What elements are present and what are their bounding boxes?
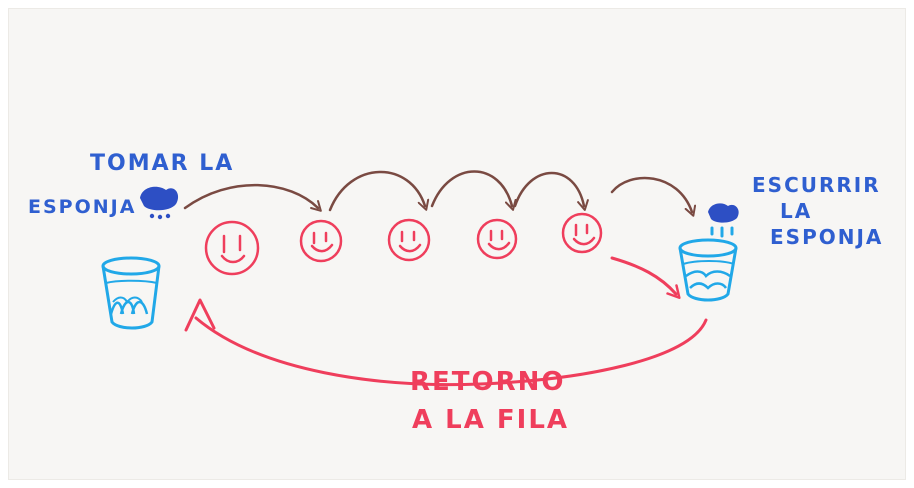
wring-sponge-label-line3: ESPONJA	[770, 225, 883, 249]
hop-arrow-3	[430, 170, 517, 211]
hop-arrow-4	[513, 171, 589, 211]
person-face-1	[204, 220, 260, 276]
right-bucket-icon	[678, 238, 738, 302]
left-sponge-icon	[140, 186, 179, 220]
left-bucket-icon	[101, 256, 161, 330]
person-face-3	[387, 218, 431, 262]
wring-sponge-label-line1: ESCURRIR	[752, 173, 881, 197]
hop-arrow-2	[328, 170, 430, 212]
person-face-2	[299, 219, 343, 263]
person-face-4	[476, 218, 518, 260]
return-label-line2: A LA FILA	[412, 405, 569, 435]
take-sponge-label-line1: TOMAR LA	[90, 151, 234, 176]
wring-sponge-label-line2: LA	[780, 199, 812, 223]
right-sponge-icon	[708, 203, 739, 238]
paper-background	[8, 8, 906, 480]
to-bucket-arrow	[610, 256, 681, 299]
person-face-5	[561, 212, 603, 254]
hop-arrow-1	[183, 183, 322, 212]
return-arrow-head	[184, 298, 216, 332]
hop-arrow-5	[610, 176, 697, 217]
return-arrow	[194, 316, 708, 387]
return-label-line1: RETORNO	[410, 367, 566, 397]
take-sponge-label-line2: ESPONJA	[28, 196, 136, 218]
